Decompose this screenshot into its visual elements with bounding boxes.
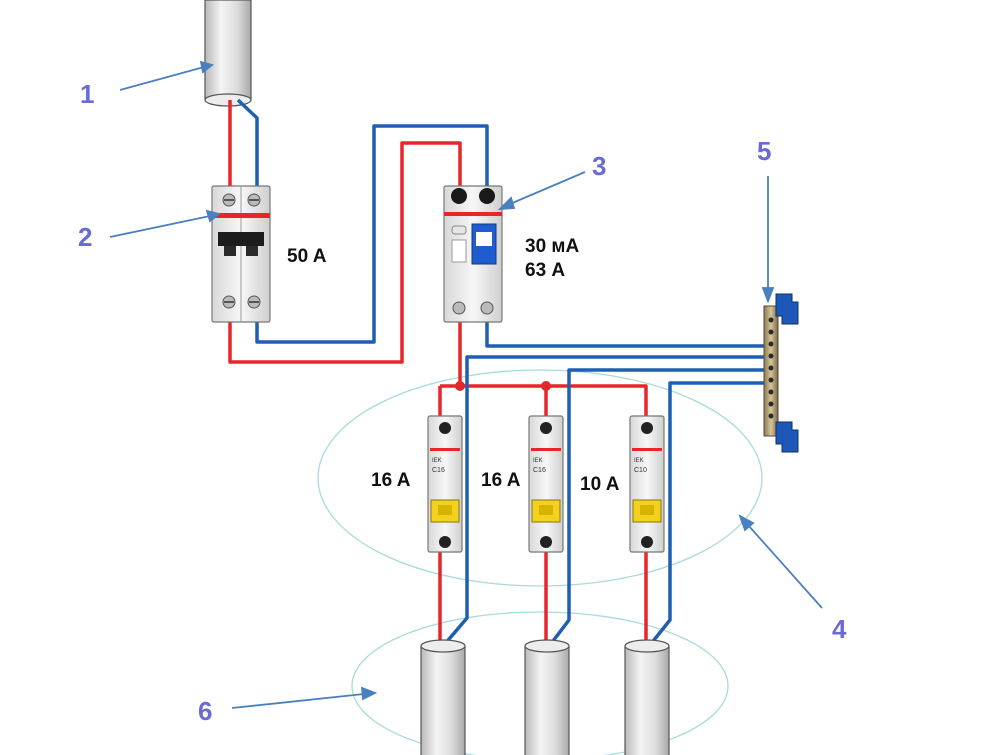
incoming-cable: [204, 0, 252, 107]
callout-6: 6: [198, 696, 212, 726]
pointer-1: [119, 66, 205, 91]
neutral-wire-rcd-to-bar: [485, 320, 770, 348]
arrowhead: [199, 60, 214, 74]
pointer-3: [509, 171, 586, 205]
rcd-current-rating: 63 А: [525, 260, 565, 281]
branch-breaker-brand: IEK: [533, 458, 543, 464]
junction-dot: [541, 381, 551, 391]
branch-breaker-curve: C16: [432, 467, 445, 474]
outgoing-cables-group-outline: [351, 611, 729, 755]
callout-3: 3: [592, 151, 606, 181]
neutral-wires: [236, 98, 770, 647]
callout-pointers: [109, 60, 823, 709]
branch-breaker-2: IEK C16: [528, 415, 564, 553]
residual-current-device: [443, 185, 503, 323]
neutral-out-2: [548, 368, 770, 647]
branch-breakers-group-outline: [317, 369, 763, 587]
junction-dots: [455, 381, 551, 391]
branch-breaker-brand: IEK: [634, 458, 644, 464]
arrowhead: [360, 686, 378, 701]
phase-bus: [440, 384, 648, 418]
callout-1: 1: [80, 79, 94, 109]
branch-breaker-1: IEK C16: [427, 415, 463, 553]
branch-2-rating: 16 A: [481, 470, 521, 491]
callout-5: 5: [757, 136, 771, 166]
branch-breaker-3: IEK C10: [629, 415, 665, 553]
arrowhead: [761, 287, 775, 304]
branch-breaker-curve: C10: [634, 467, 647, 474]
branch-3-rating: 10 A: [580, 474, 620, 495]
pointer-6: [231, 693, 365, 709]
callout-4: 4: [832, 614, 847, 644]
rcd-sensitivity-rating: 30 мА: [525, 236, 579, 257]
branch-breaker-curve: C16: [533, 467, 546, 474]
branch-breaker-brand: IEK: [432, 458, 442, 464]
outgoing-cable-1: [420, 639, 466, 755]
junction-dot: [455, 381, 465, 391]
main-circuit-breaker: [211, 185, 271, 323]
main-breaker-rating: 50 A: [287, 246, 327, 267]
phase-wire-breaker-to-rcd: [228, 141, 462, 364]
neutral-out-1: [442, 355, 770, 647]
neutral-bus-bar: [763, 293, 799, 453]
outgoing-cable-2: [524, 639, 570, 755]
branch-1-rating: 16 A: [371, 470, 411, 491]
pointer-4: [747, 524, 823, 609]
callout-2: 2: [78, 222, 92, 252]
phase-wires: [228, 100, 648, 645]
arrowhead: [738, 514, 755, 532]
arrowhead: [205, 209, 222, 223]
neutral-wire-breaker-to-rcd: [255, 124, 489, 344]
arrowhead: [497, 196, 516, 211]
pointer-2: [109, 215, 211, 238]
neutral-wire-input: [236, 98, 259, 190]
outgoing-cable-3: [624, 639, 670, 755]
neutral-out-3: [648, 381, 770, 647]
